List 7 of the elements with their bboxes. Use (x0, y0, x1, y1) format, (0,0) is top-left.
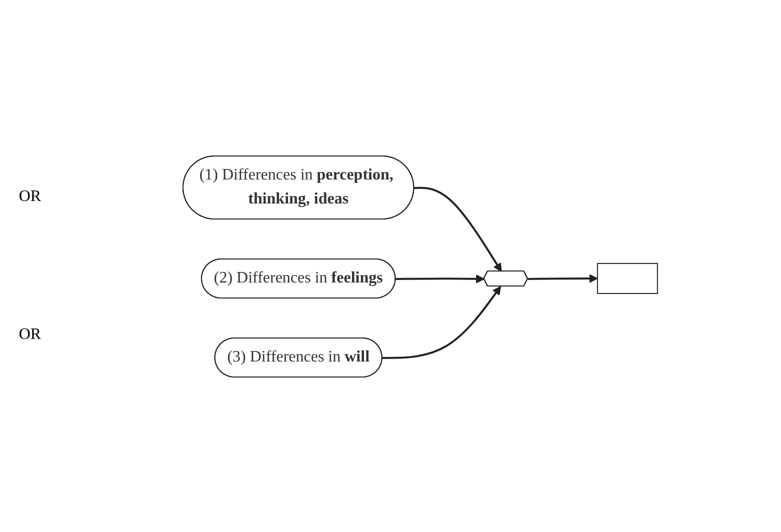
arrow (396, 274, 485, 283)
arrow (414, 186, 502, 272)
node-box (597, 262, 658, 294)
arrow (382, 286, 502, 358)
connector-word: OR (18, 326, 42, 344)
connector-word: OR (18, 188, 42, 206)
arrow (528, 274, 598, 282)
